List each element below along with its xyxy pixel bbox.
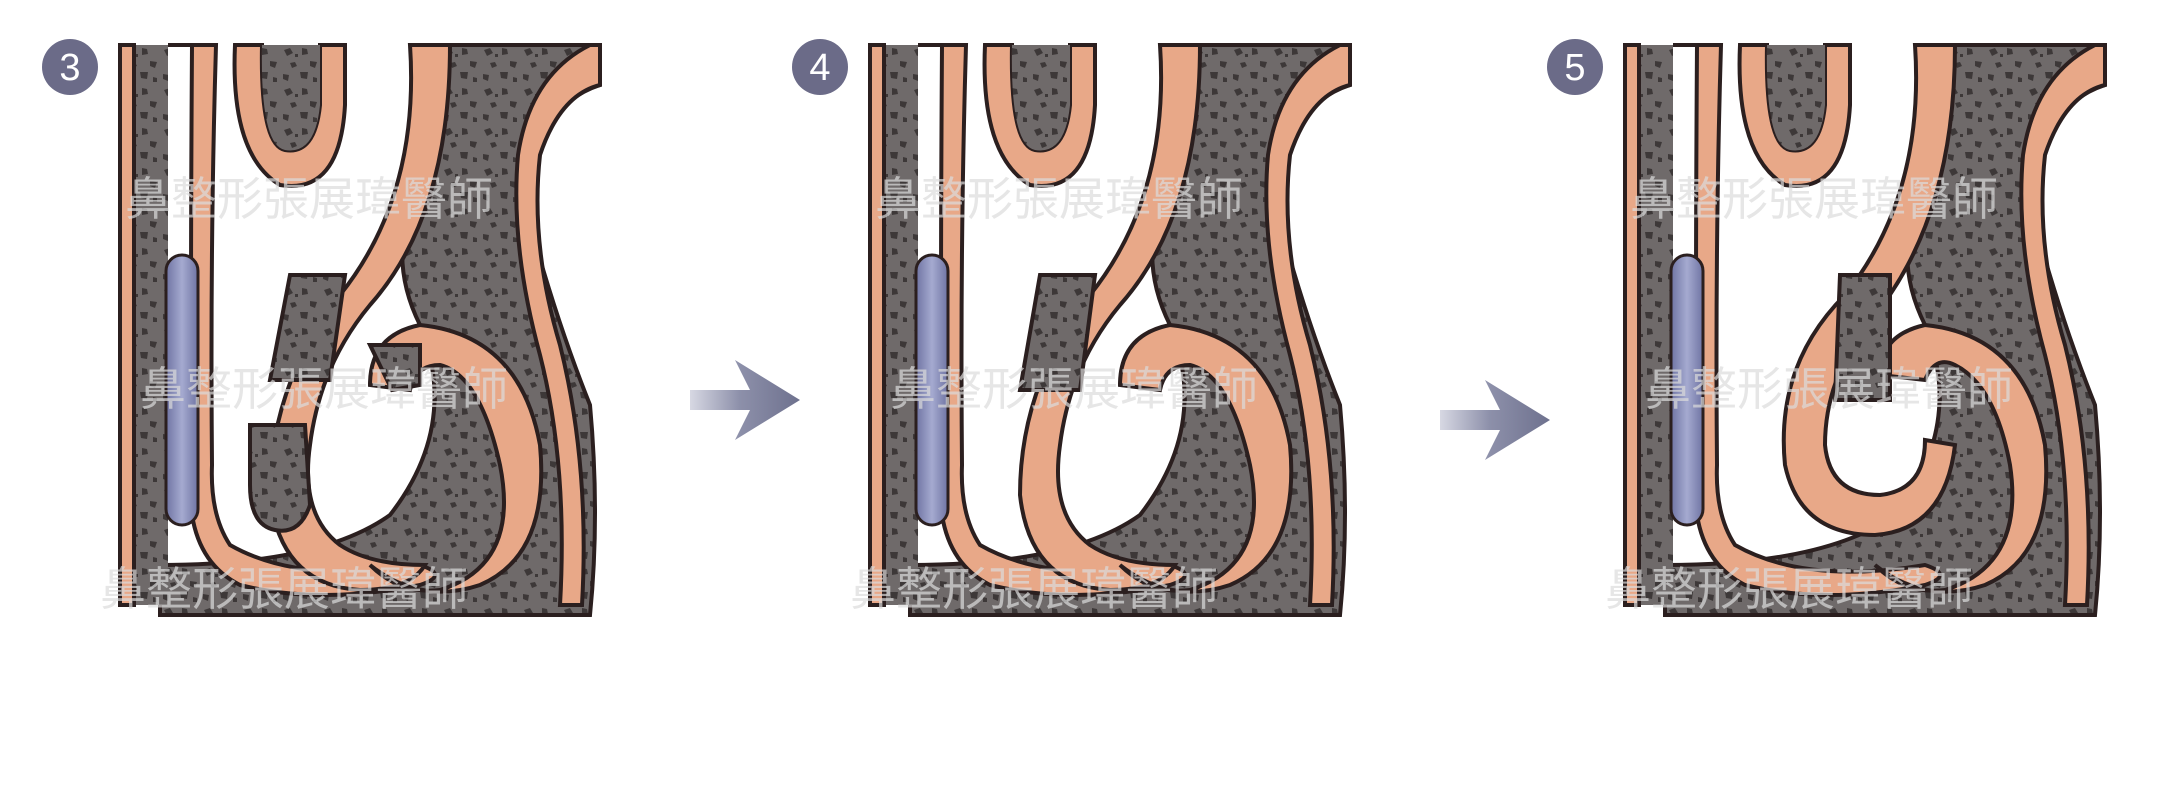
watermark: 鼻整形張展瑋醫師 (850, 562, 1218, 616)
step-number: 3 (59, 47, 80, 89)
step-number: 4 (809, 47, 830, 89)
step-number: 5 (1564, 47, 1585, 89)
watermark: 鼻整形張展瑋醫師 (875, 172, 1243, 226)
step-panel-3: 3 鼻整形張展瑋醫師 鼻整形張展瑋醫師 鼻整形張展瑋醫師 (42, 39, 602, 617)
lateral-mucosa (514, 43, 602, 607)
upper-turbinate-bone (1011, 45, 1070, 151)
arrow-right-icon (1440, 380, 1550, 460)
bone-stalk (267, 273, 348, 382)
watermark: 鼻整形張展瑋醫師 (125, 172, 493, 226)
fractured-bone-fragment (248, 343, 422, 533)
watermark: 鼻整形張展瑋醫師 (1630, 172, 1998, 226)
septal-vessel-icon (914, 253, 950, 527)
watermark: 鼻整形張展瑋醫師 (140, 362, 508, 416)
septum-mucosa-left (118, 43, 136, 607)
upper-turbinate-bone (1766, 45, 1825, 151)
step-badge: 5 (1547, 39, 1603, 95)
bone-stalk (1832, 273, 1892, 402)
step-panel-4: 4 鼻整形張展瑋醫師 鼻整形張展瑋醫師 鼻整形張展瑋醫師 (792, 39, 1352, 617)
bone-stalk (1017, 273, 1098, 392)
bulla-mucosa (1873, 322, 2049, 594)
step-badge: 3 (42, 39, 98, 95)
arrow-right-icon (690, 360, 800, 440)
watermark: 鼻整形張展瑋醫師 (1645, 362, 2013, 416)
upper-turbinate-bone (261, 45, 320, 151)
lateral-mucosa (1264, 43, 1352, 607)
septal-vessel-icon (1669, 253, 1705, 527)
step-panel-5: 5 鼻整形張展瑋醫師 鼻整形張展瑋醫師 鼻整形張展瑋醫師 (1547, 39, 2107, 617)
septum-mucosa-left (1623, 43, 1641, 607)
watermark: 鼻整形張展瑋醫師 (890, 362, 1258, 416)
step-badge: 4 (792, 39, 848, 95)
bulla-mucosa (1117, 322, 1294, 594)
septal-vessel-icon (164, 253, 200, 527)
watermark: 鼻整形張展瑋醫師 (1605, 562, 1973, 616)
watermark: 鼻整形張展瑋醫師 (100, 562, 468, 616)
septum-mucosa-left (868, 43, 886, 607)
bulla-mucosa (367, 322, 544, 594)
lateral-mucosa (2019, 43, 2107, 607)
